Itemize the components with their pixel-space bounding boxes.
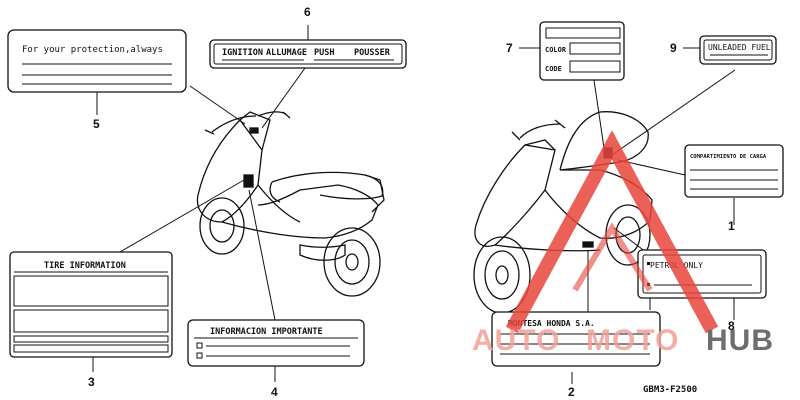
callout-4: 4 (271, 385, 278, 399)
label-4-title: INFORMACION IMPORTANTE (210, 327, 323, 337)
watermark-moto: MOTO (586, 324, 679, 357)
label-6-allumage: ALLUMAGE (266, 48, 307, 58)
label-1-compartimiento: COMPARTIMIENTO DE CARGA (684, 144, 784, 198)
label-2-text: MONTESA HONDA S.A. (508, 319, 595, 328)
label-3-tire-info: TIRE INFORMATION (9, 251, 173, 358)
label-6-ignition: IGNITION ALLUMAGE PUSH POUSSER (209, 39, 407, 69)
watermark-triangle-icon (505, 130, 719, 334)
watermark-auto: AUTO (472, 324, 560, 357)
scooter-right-illustration (473, 111, 653, 314)
automotohub-watermark: AUTO MOTO HUB (472, 130, 774, 357)
label-6-push: PUSH (314, 48, 334, 58)
diagram-code: GBM3-F2500 (643, 385, 697, 395)
label-4-informacion: INFORMACION IMPORTANTE (187, 319, 365, 367)
callout-8: 8 (728, 319, 735, 333)
callout-7: 7 (506, 41, 513, 55)
callout-9: 9 (670, 41, 677, 55)
scooter-left-illustration (196, 111, 385, 297)
label-6-pousser: POUSSER (354, 48, 391, 58)
label-3-title: TIRE INFORMATION (44, 261, 126, 271)
label-9-text: UNLEADED FUEL (708, 43, 771, 52)
label-8-petrol: PETROL ONLY (637, 249, 767, 299)
watermark-hub: HUB (706, 324, 774, 357)
label-1-title: COMPARTIMIENTO DE CARGA (690, 154, 767, 160)
label-5-text: For your protection,always (22, 45, 163, 55)
callout-5: 5 (93, 117, 100, 131)
label-6-ignition: IGNITION (222, 48, 263, 58)
label-9-unleaded: UNLEADED FUEL (699, 35, 777, 65)
label-5-protection: For your protection,always (7, 29, 187, 93)
label-7-color: COLOR (545, 46, 567, 54)
label-2-montesa: MONTESA HONDA S.A. (491, 311, 661, 367)
leader-lines (92, 25, 736, 384)
callout-2: 2 (568, 385, 575, 399)
callout-1: 1 (728, 219, 735, 233)
label-7-code: CODE (545, 65, 562, 73)
callout-3: 3 (88, 375, 95, 389)
label-7-color-code: COLOR CODE (539, 21, 625, 81)
callout-6: 6 (304, 5, 311, 19)
